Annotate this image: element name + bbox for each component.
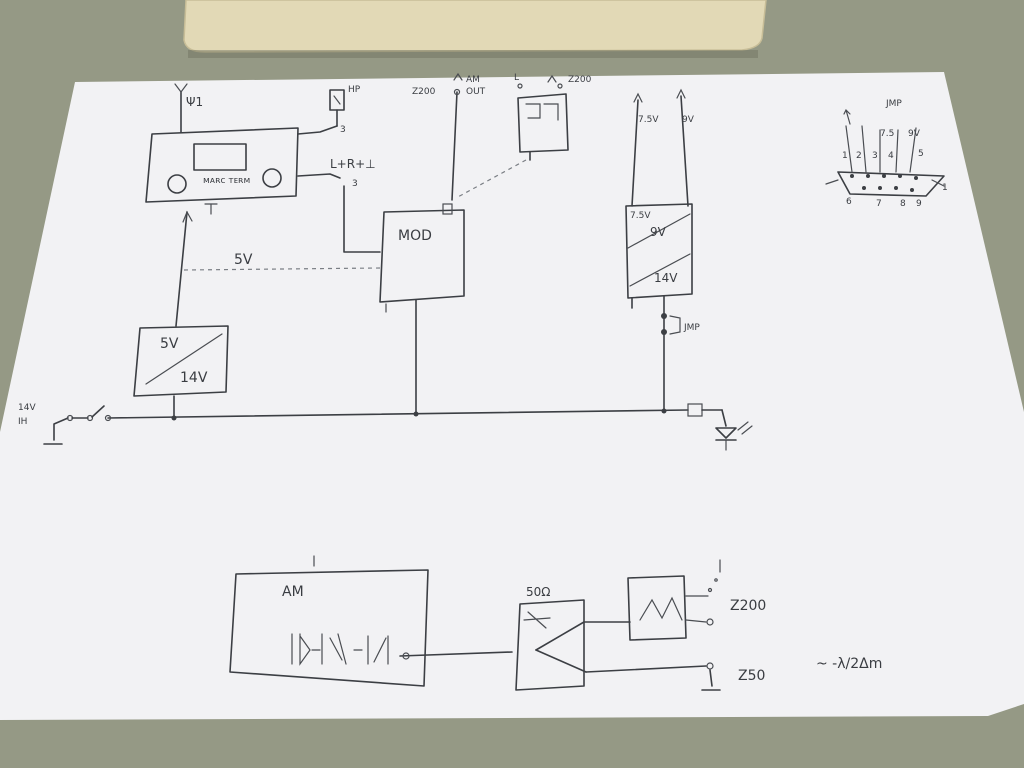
pin-3: 3	[872, 151, 878, 161]
db9-connector: JMP 7.5 9V 1 2 3 4 5 6 7 8 9 1	[825, 99, 948, 209]
relay-top: L Z200	[455, 73, 592, 199]
cream-tray	[183, 0, 767, 53]
hp-connector: HP 3	[329, 85, 361, 135]
receiver-display	[193, 143, 247, 171]
switch-label: 50Ω	[526, 585, 550, 599]
am-out: Z200 AM OUT	[412, 72, 486, 201]
pin-5: 5	[918, 149, 924, 159]
paper-sheet	[0, 72, 1024, 720]
five-volt-feed: 5V	[175, 210, 381, 327]
regulator-5v: 5V 14V	[133, 325, 229, 419]
relay-l-label: L	[514, 73, 519, 83]
receiver-box: ᴍᴀʀᴄ ᴛᴇʀᴍ	[145, 127, 299, 215]
l-plus-r-label: L+R+⊥	[330, 157, 376, 171]
regulator-top-label: 5V	[160, 336, 179, 352]
v75-label: 7.5V	[638, 115, 659, 125]
mod-box: MOD	[379, 203, 465, 413]
z50-label: Z50	[738, 668, 765, 684]
pin-1: 1	[842, 151, 848, 161]
l-plus-r-link: L+R+⊥ 3	[297, 157, 381, 253]
lambda-note: ~ -λ/2Δm	[816, 656, 882, 672]
impedance-switch: 50Ω	[515, 585, 721, 691]
pin-2: 2	[856, 151, 862, 161]
pin3-a-label: 3	[340, 125, 346, 135]
connector-edge-label: 1	[942, 183, 948, 193]
main-bus	[107, 408, 689, 421]
connector-75-label: 7.5	[880, 129, 894, 139]
tray-shadow	[188, 50, 758, 58]
led-output	[687, 403, 753, 451]
am-sub-label: OUT	[466, 87, 486, 97]
input-14v-label: 14V	[18, 403, 36, 413]
pin-4: 4	[888, 151, 894, 161]
pin3-b-label: 3	[352, 179, 358, 189]
connector-jmp-label: JMP	[885, 99, 902, 109]
antenna-left-label: Ψ1	[186, 95, 203, 109]
receiver-display-text: ᴍᴀʀᴄ ᴛᴇʀᴍ	[203, 176, 250, 186]
supply-mid-label: 9V	[650, 225, 667, 239]
supply-bottom-label: 14V	[654, 271, 678, 285]
pin-8: 8	[900, 199, 906, 209]
input-ih-label: IH	[18, 417, 27, 427]
pin-7: 7	[876, 199, 882, 209]
pin-6: 6	[846, 197, 852, 207]
five-volt-label: 5V	[234, 252, 253, 268]
supply-box: 7.5V 9V 7.5V 9V 14V JMP	[625, 88, 700, 411]
input-switch: 14V IH	[18, 403, 112, 445]
connector-9v-label: 9V	[908, 129, 921, 139]
hp-label: HP	[348, 85, 361, 95]
am-top-label: AM	[466, 75, 480, 85]
z200-bottom-label: Z200	[730, 598, 766, 614]
jumper-label: JMP	[683, 323, 700, 333]
supply-top-label: 7.5V	[630, 211, 651, 221]
antenna-left: Ψ1	[174, 83, 203, 133]
pin-9: 9	[916, 199, 922, 209]
z200-left-label: Z200	[412, 87, 436, 97]
am-module-label: AM	[282, 584, 304, 600]
am-module: AM	[229, 569, 513, 687]
receiver-knob-right	[262, 168, 282, 188]
v9-label: 9V	[682, 115, 695, 125]
output-relay: Z200 Z50 ~ -λ/2Δm	[627, 559, 882, 684]
receiver-knob-left	[167, 174, 187, 194]
regulator-bottom-label: 14V	[180, 370, 208, 386]
relay-z200-label: Z200	[568, 75, 592, 85]
mod-label: MOD	[398, 228, 432, 244]
